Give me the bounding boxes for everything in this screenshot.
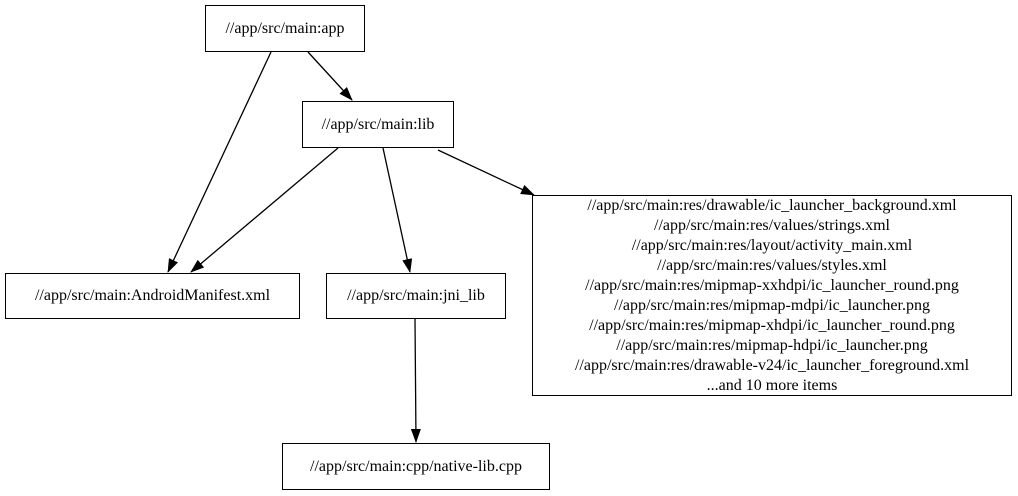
node-android-manifest: //app/src/main:AndroidManifest.xml (5, 273, 300, 319)
node-lib-label: //app/src/main:lib (321, 115, 435, 133)
res-group-line: //app/src/main:res/mipmap-mdpi/ic_launch… (614, 296, 930, 314)
edge-lib-to-res-group (437, 149, 535, 196)
node-native-lib-cpp: //app/src/main:cpp/native-lib.cpp (282, 443, 550, 490)
node-lib: //app/src/main:lib (302, 101, 454, 148)
node-android-manifest-label: //app/src/main:AndroidManifest.xml (34, 287, 271, 304)
res-group-line: //app/src/main:res/drawable-v24/ic_launc… (574, 356, 970, 374)
node-res-group: //app/src/main:res/drawable/ic_launcher_… (532, 195, 1012, 396)
edge-app-to-lib (307, 51, 353, 101)
edge-lib-to-manifest (190, 147, 339, 273)
res-group-line: //app/src/main:res/values/styles.xml (657, 256, 887, 274)
res-group-line: //app/src/main:res/values/strings.xml (654, 216, 890, 234)
edge-jni-lib-to-native (410, 318, 421, 443)
res-group-line: //app/src/main:res/drawable/ic_launcher_… (587, 196, 957, 214)
edge-app-to-manifest (167, 51, 272, 273)
res-group-line: //app/src/main:res/mipmap-hdpi/ic_launch… (616, 336, 928, 354)
node-native-lib-cpp-label: //app/src/main:cpp/native-lib.cpp (310, 457, 522, 475)
node-app-label: //app/src/main:app (225, 19, 345, 37)
res-group-line: //app/src/main:res/mipmap-xxhdpi/ic_laun… (585, 276, 959, 294)
res-group-line: //app/src/main:res/layout/activity_main.… (631, 236, 913, 254)
node-jni-lib-label: //app/src/main:jni_lib (347, 287, 485, 304)
node-app: //app/src/main:app (205, 5, 365, 52)
node-jni-lib: //app/src/main:jni_lib (326, 273, 506, 319)
res-group-more-items: ...and 10 more items (706, 376, 838, 394)
edge-lib-to-jni-lib (382, 147, 413, 273)
res-group-line: //app/src/main:res/mipmap-xhdpi/ic_launc… (589, 316, 955, 334)
